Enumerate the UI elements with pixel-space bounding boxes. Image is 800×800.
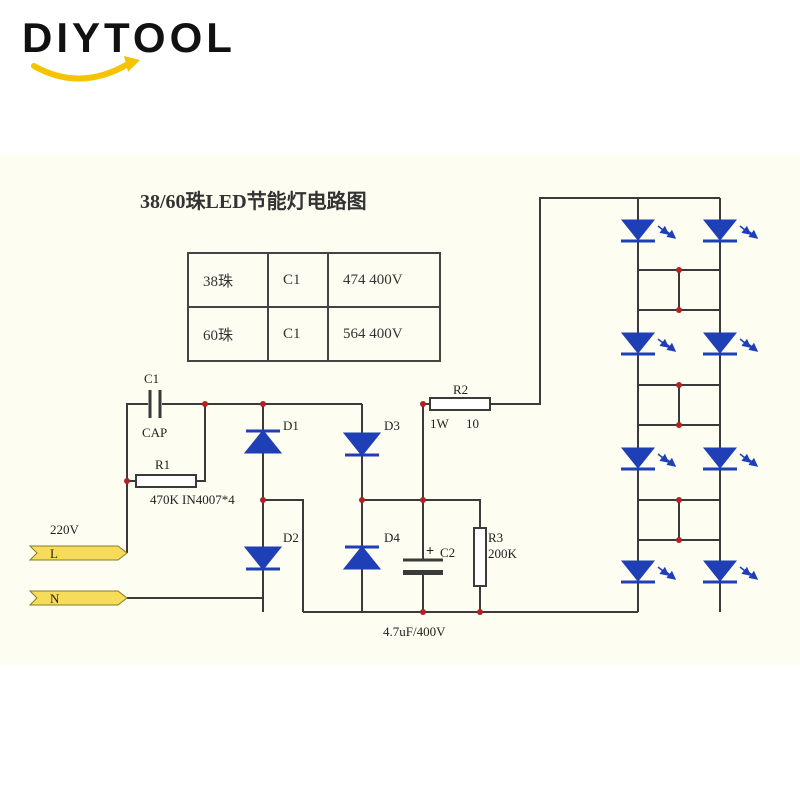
diode-d3-icon <box>342 432 382 457</box>
svg-text:+: + <box>426 542 434 558</box>
diode-d1-icon <box>243 429 283 454</box>
label-l: L <box>50 546 58 561</box>
table-row: 38珠 C1 474 400V <box>187 252 441 308</box>
led-icon <box>702 219 759 243</box>
brand-logo-text: DIYTOOL <box>22 14 236 61</box>
junction-dots <box>124 267 682 615</box>
diode-d2-icon <box>243 546 283 571</box>
diagram-panel <box>0 155 800 665</box>
table-cell-part: C1 <box>267 306 329 362</box>
label-c2-value: 4.7uF/400V <box>383 624 446 639</box>
led-icon <box>620 560 677 584</box>
terminal-l-icon <box>28 545 128 561</box>
table-cell-beads: 38珠 <box>187 252 269 308</box>
resistor-r2-icon <box>429 397 491 411</box>
table-cell-value: 564 400V <box>327 306 441 362</box>
label-d1: D1 <box>283 418 299 433</box>
label-d4: D4 <box>384 530 400 545</box>
led-icon <box>620 219 677 243</box>
led-matrix <box>620 219 759 584</box>
table-cell-value: 474 400V <box>327 252 441 308</box>
label-c2: C2 <box>440 545 456 560</box>
label-d3: D3 <box>384 418 400 433</box>
label-c1: C1 <box>144 371 160 386</box>
led-icon <box>620 332 677 356</box>
terminal-n-icon <box>28 590 128 606</box>
label-n: N <box>50 591 60 606</box>
capacitor-c2-icon: + <box>403 542 443 575</box>
resistor-r1-icon <box>135 474 197 488</box>
label-r2: R2 <box>453 382 469 397</box>
label-r3: R3 <box>488 530 504 545</box>
resistor-r3-icon <box>473 527 487 587</box>
led-icon <box>702 332 759 356</box>
table-cell-part: C1 <box>267 252 329 308</box>
led-icon <box>702 447 759 471</box>
label-r1-value: 470K <box>150 492 179 507</box>
wires <box>126 197 721 613</box>
led-icon <box>620 447 677 471</box>
label-diode-model: IN4007*4 <box>182 492 235 507</box>
label-d2: D2 <box>283 530 299 545</box>
component-table: 38珠 C1 474 400V 60珠 C1 564 400V <box>187 252 441 362</box>
diode-d4-icon <box>342 545 382 570</box>
capacitor-c1-icon <box>148 390 162 418</box>
table-cell-beads: 60珠 <box>187 306 269 362</box>
diagram-title: 38/60珠LED节能灯电路图 <box>140 191 367 213</box>
label-r3-value: 200K <box>488 546 517 561</box>
label-r2-value: 10 <box>466 416 479 431</box>
label-cap: CAP <box>142 425 168 440</box>
label-voltage: 220V <box>50 522 79 537</box>
table-row: 60珠 C1 564 400V <box>187 306 441 362</box>
led-icon <box>702 560 759 584</box>
label-r1: R1 <box>155 457 171 472</box>
label-r2-power: 1W <box>430 416 449 431</box>
